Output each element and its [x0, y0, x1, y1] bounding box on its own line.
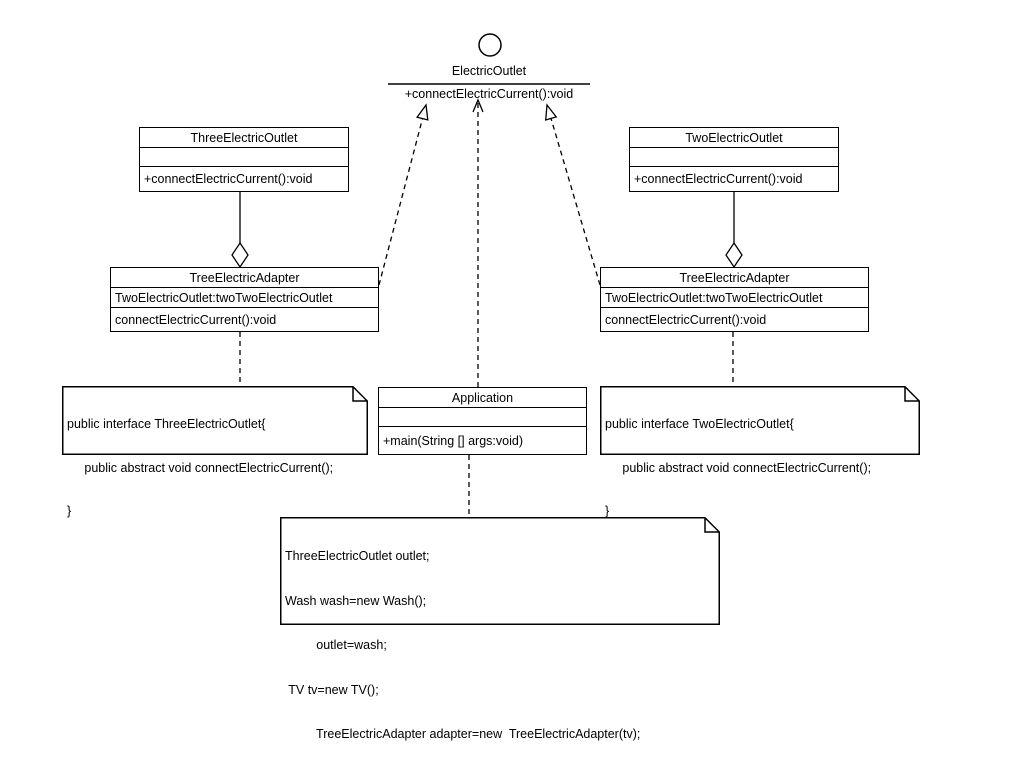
class-methods: +connectElectricCurrent():void: [634, 172, 803, 186]
realization-connector-left: [378, 103, 429, 286]
class-tree-electric-adapter-left: TreeElectricAdapter TwoElectricOutlet:tw…: [110, 267, 379, 332]
note-line: TV tv=new TV();: [285, 682, 379, 697]
note-shape: [62, 386, 368, 455]
class-title: TreeElectricAdapter: [601, 268, 868, 288]
note-fold-icon: [704, 517, 720, 533]
class-title: Application: [379, 388, 586, 408]
class-attributes: TwoElectricOutlet:twoTwoElectricOutlet: [111, 288, 378, 308]
note-text: ThreeElectricOutlet outlet; Wash wash=ne…: [280, 517, 720, 741]
note-fold-icon: [352, 386, 368, 402]
class-application: Application +main(String [] args:void): [378, 387, 587, 455]
note-line: }: [67, 504, 72, 518]
realization-arrowhead-icon: [416, 103, 429, 121]
interface-lollipop-circle: [478, 33, 502, 57]
note-text: public interface TwoElectricOutlet{ publ…: [600, 386, 920, 518]
note-three-electric-outlet-code: public interface ThreeElectricOutlet{ pu…: [62, 386, 368, 518]
note-text: public interface ThreeElectricOutlet{ pu…: [62, 386, 368, 518]
note-fold-icon: [904, 386, 920, 402]
note-shape: [600, 386, 920, 455]
class-two-electric-outlet: TwoElectricOutlet +connectElectricCurren…: [629, 127, 839, 192]
class-attributes: [379, 408, 586, 427]
class-methods: +main(String [] args:void): [383, 433, 523, 448]
note-line: }: [605, 504, 610, 518]
interface-name: ElectricOutlet: [451, 64, 527, 78]
aggregation-connector-right: [725, 191, 743, 269]
dependency-connector-application: [472, 98, 484, 387]
class-title: TwoElectricOutlet: [630, 128, 838, 148]
class-attributes: [140, 148, 348, 167]
class-title: ThreeElectricOutlet: [140, 128, 348, 148]
dependency-arrowhead-icon: [472, 98, 484, 113]
class-methods: connectElectricCurrent():void: [115, 312, 277, 327]
note-line: public abstract void connectElectricCurr…: [67, 460, 334, 475]
interface-method: +connectElectricCurrent():void: [404, 87, 574, 101]
note-application-code: ThreeElectricOutlet outlet; Wash wash=ne…: [280, 517, 720, 741]
class-tree-electric-adapter-right: TreeElectricAdapter TwoElectricOutlet:tw…: [600, 267, 869, 332]
class-three-electric-outlet: ThreeElectricOutlet +connectElectricCurr…: [139, 127, 349, 192]
connector-layer: [231, 33, 743, 517]
note-line: ThreeElectricOutlet outlet;: [285, 549, 430, 563]
note-line: public abstract void connectElectricCurr…: [605, 460, 872, 475]
note-shape: [280, 517, 720, 625]
class-methods: +connectElectricCurrent():void: [144, 172, 313, 186]
class-methods: connectElectricCurrent():void: [605, 312, 767, 327]
note-two-electric-outlet-code: public interface TwoElectricOutlet{ publ…: [600, 386, 920, 518]
note-line: public interface TwoElectricOutlet{: [605, 417, 794, 431]
note-line: outlet=wash;: [285, 638, 387, 652]
note-line: Wash wash=new Wash();: [285, 593, 427, 608]
realization-arrowhead-icon: [544, 103, 558, 121]
class-title: TreeElectricAdapter: [111, 268, 378, 288]
class-attributes: TwoElectricOutlet:twoTwoElectricOutlet: [601, 288, 868, 308]
realization-connector-right: [544, 103, 601, 286]
note-line: TreeElectricAdapter adapter=new TreeElec…: [285, 727, 641, 741]
aggregation-diamond-icon: [725, 241, 743, 269]
note-line: public interface ThreeElectricOutlet{: [67, 417, 266, 431]
aggregation-diamond-icon: [231, 241, 249, 269]
aggregation-connector-left: [231, 191, 249, 269]
class-attributes: [630, 148, 838, 167]
uml-class-diagram: ElectricOutlet +connectElectricCurrent()…: [62, 33, 920, 741]
